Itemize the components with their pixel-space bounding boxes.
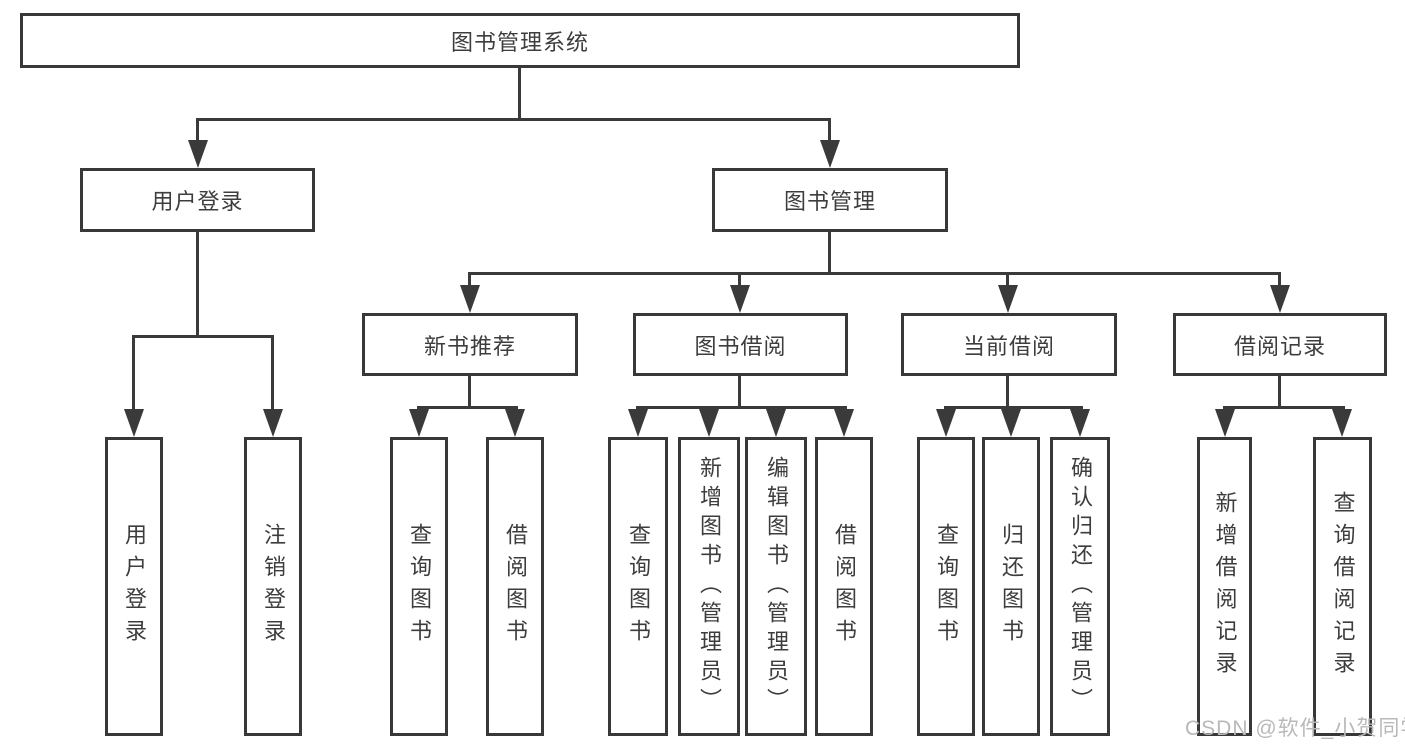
arrow-to-new-book-recommend: [460, 285, 480, 313]
connector-leaf-stub: [132, 335, 135, 415]
arrow-to-leaf: [409, 409, 429, 437]
arrow-to-leaf: [1001, 409, 1021, 437]
leaf-user-login: 用户登录: [105, 437, 163, 736]
leaf-logout: 注销登录: [244, 437, 302, 736]
leaf-confirm-return-admin-label: 确认归还（管理员）: [1068, 456, 1093, 717]
csdn-watermark: CSDN @软件_小贺同学: [1185, 717, 1405, 740]
node-new-book-recommend-label: 新书推荐: [423, 333, 516, 359]
connector-user-login-stem: [196, 232, 199, 338]
arrow-to-leaf: [936, 409, 956, 437]
leaf-edit-book-admin-label: 编辑图书（管理员）: [764, 456, 789, 717]
node-root-label: 图书管理系统: [450, 29, 589, 55]
node-current-borrow-label: 当前借阅: [962, 333, 1055, 359]
connector-group-rail: [1223, 406, 1345, 409]
connector-level2-stub: [1278, 272, 1281, 288]
connector-level2-rail: [468, 272, 1281, 275]
connector-group-stem: [1006, 376, 1009, 409]
connector-group-stem: [1278, 376, 1281, 409]
arrow-to-book-mgmt: [820, 140, 840, 168]
node-book-management-label: 图书管理: [783, 189, 876, 214]
leaf-logout-label: 注销登录: [261, 522, 286, 651]
leaf-return-book: 归还图书: [982, 437, 1040, 736]
connector-user-login-stub: [196, 118, 199, 144]
leaf-query-book-1-label: 查询图书: [407, 522, 432, 651]
arrow-to-leaf: [628, 409, 648, 437]
arrow-to-leaf: [505, 409, 525, 437]
leaf-edit-book-admin: 编辑图书（管理员）: [745, 437, 807, 736]
arrow-to-user-login: [188, 140, 208, 168]
leaf-query-borrow-record-label: 查询借阅记录: [1330, 490, 1356, 683]
leaf-add-borrow-record-label: 新增借阅记录: [1212, 490, 1238, 683]
leaf-add-book-admin-label: 新增图书（管理员）: [697, 456, 722, 717]
arrow-to-leaf: [124, 409, 144, 437]
node-current-borrow: 当前借阅: [901, 313, 1117, 376]
connector-book-mgmt-stub: [828, 118, 831, 144]
connector-level1-rail: [196, 118, 831, 121]
leaf-borrow-book-1-label: 借阅图书: [503, 522, 528, 651]
arrow-to-leaf: [1070, 409, 1090, 437]
connector-group-rail: [944, 406, 1083, 409]
leaf-confirm-return-admin: 确认归还（管理员）: [1050, 437, 1110, 736]
arrow-to-leaf: [263, 409, 283, 437]
connector-group-rail: [417, 406, 518, 409]
leaf-borrow-book-2: 借阅图书: [815, 437, 873, 736]
leaf-query-book-3-label: 查询图书: [934, 522, 959, 651]
leaf-query-book-2: 查询图书: [608, 437, 668, 736]
leaf-query-book-1: 查询图书: [390, 437, 448, 736]
leaf-query-book-2-label: 查询图书: [626, 522, 651, 651]
arrow-to-leaf: [699, 409, 719, 437]
leaf-return-book-label: 归还图书: [999, 522, 1024, 651]
node-new-book-recommend: 新书推荐: [362, 313, 578, 376]
connector-group-stem: [468, 376, 471, 409]
node-book-management: 图书管理: [712, 168, 948, 232]
connector-leaf-stub: [271, 335, 274, 415]
connector-level2-stub: [468, 272, 471, 288]
node-book-borrow-label: 图书借阅: [694, 333, 787, 359]
leaf-query-borrow-record: 查询借阅记录: [1313, 437, 1372, 736]
node-borrow-records: 借阅记录: [1173, 313, 1387, 376]
leaf-add-borrow-record: 新增借阅记录: [1197, 437, 1252, 736]
leaf-borrow-book-1: 借阅图书: [486, 437, 544, 736]
arrow-to-borrow-records: [1270, 285, 1290, 313]
node-user-login: 用户登录: [80, 168, 315, 232]
leaf-borrow-book-2-label: 借阅图书: [832, 522, 857, 651]
arrow-to-leaf: [1332, 409, 1352, 437]
connector-book-mgmt-stem: [828, 232, 831, 275]
connector-level2-stub: [1006, 272, 1009, 288]
connector-root-stem: [518, 68, 521, 121]
node-book-borrow: 图书借阅: [633, 313, 848, 376]
leaf-add-book-admin: 新增图书（管理员）: [678, 437, 740, 736]
arrow-to-current-borrow: [998, 285, 1018, 313]
arrow-to-leaf: [1215, 409, 1235, 437]
connector-group-stem: [738, 376, 741, 409]
connector-group-rail: [636, 406, 847, 409]
connector-user-login-rail: [132, 335, 274, 338]
arrow-to-leaf: [834, 409, 854, 437]
leaf-query-book-3: 查询图书: [917, 437, 975, 736]
connector-level2-stub: [738, 272, 741, 288]
node-root: 图书管理系统: [20, 13, 1020, 68]
node-user-login-label: 用户登录: [151, 189, 244, 214]
leaf-user-login-label: 用户登录: [122, 522, 147, 651]
arrow-to-book-borrow: [730, 285, 750, 313]
arrow-to-leaf: [766, 409, 786, 437]
node-borrow-records-label: 借阅记录: [1233, 333, 1326, 359]
